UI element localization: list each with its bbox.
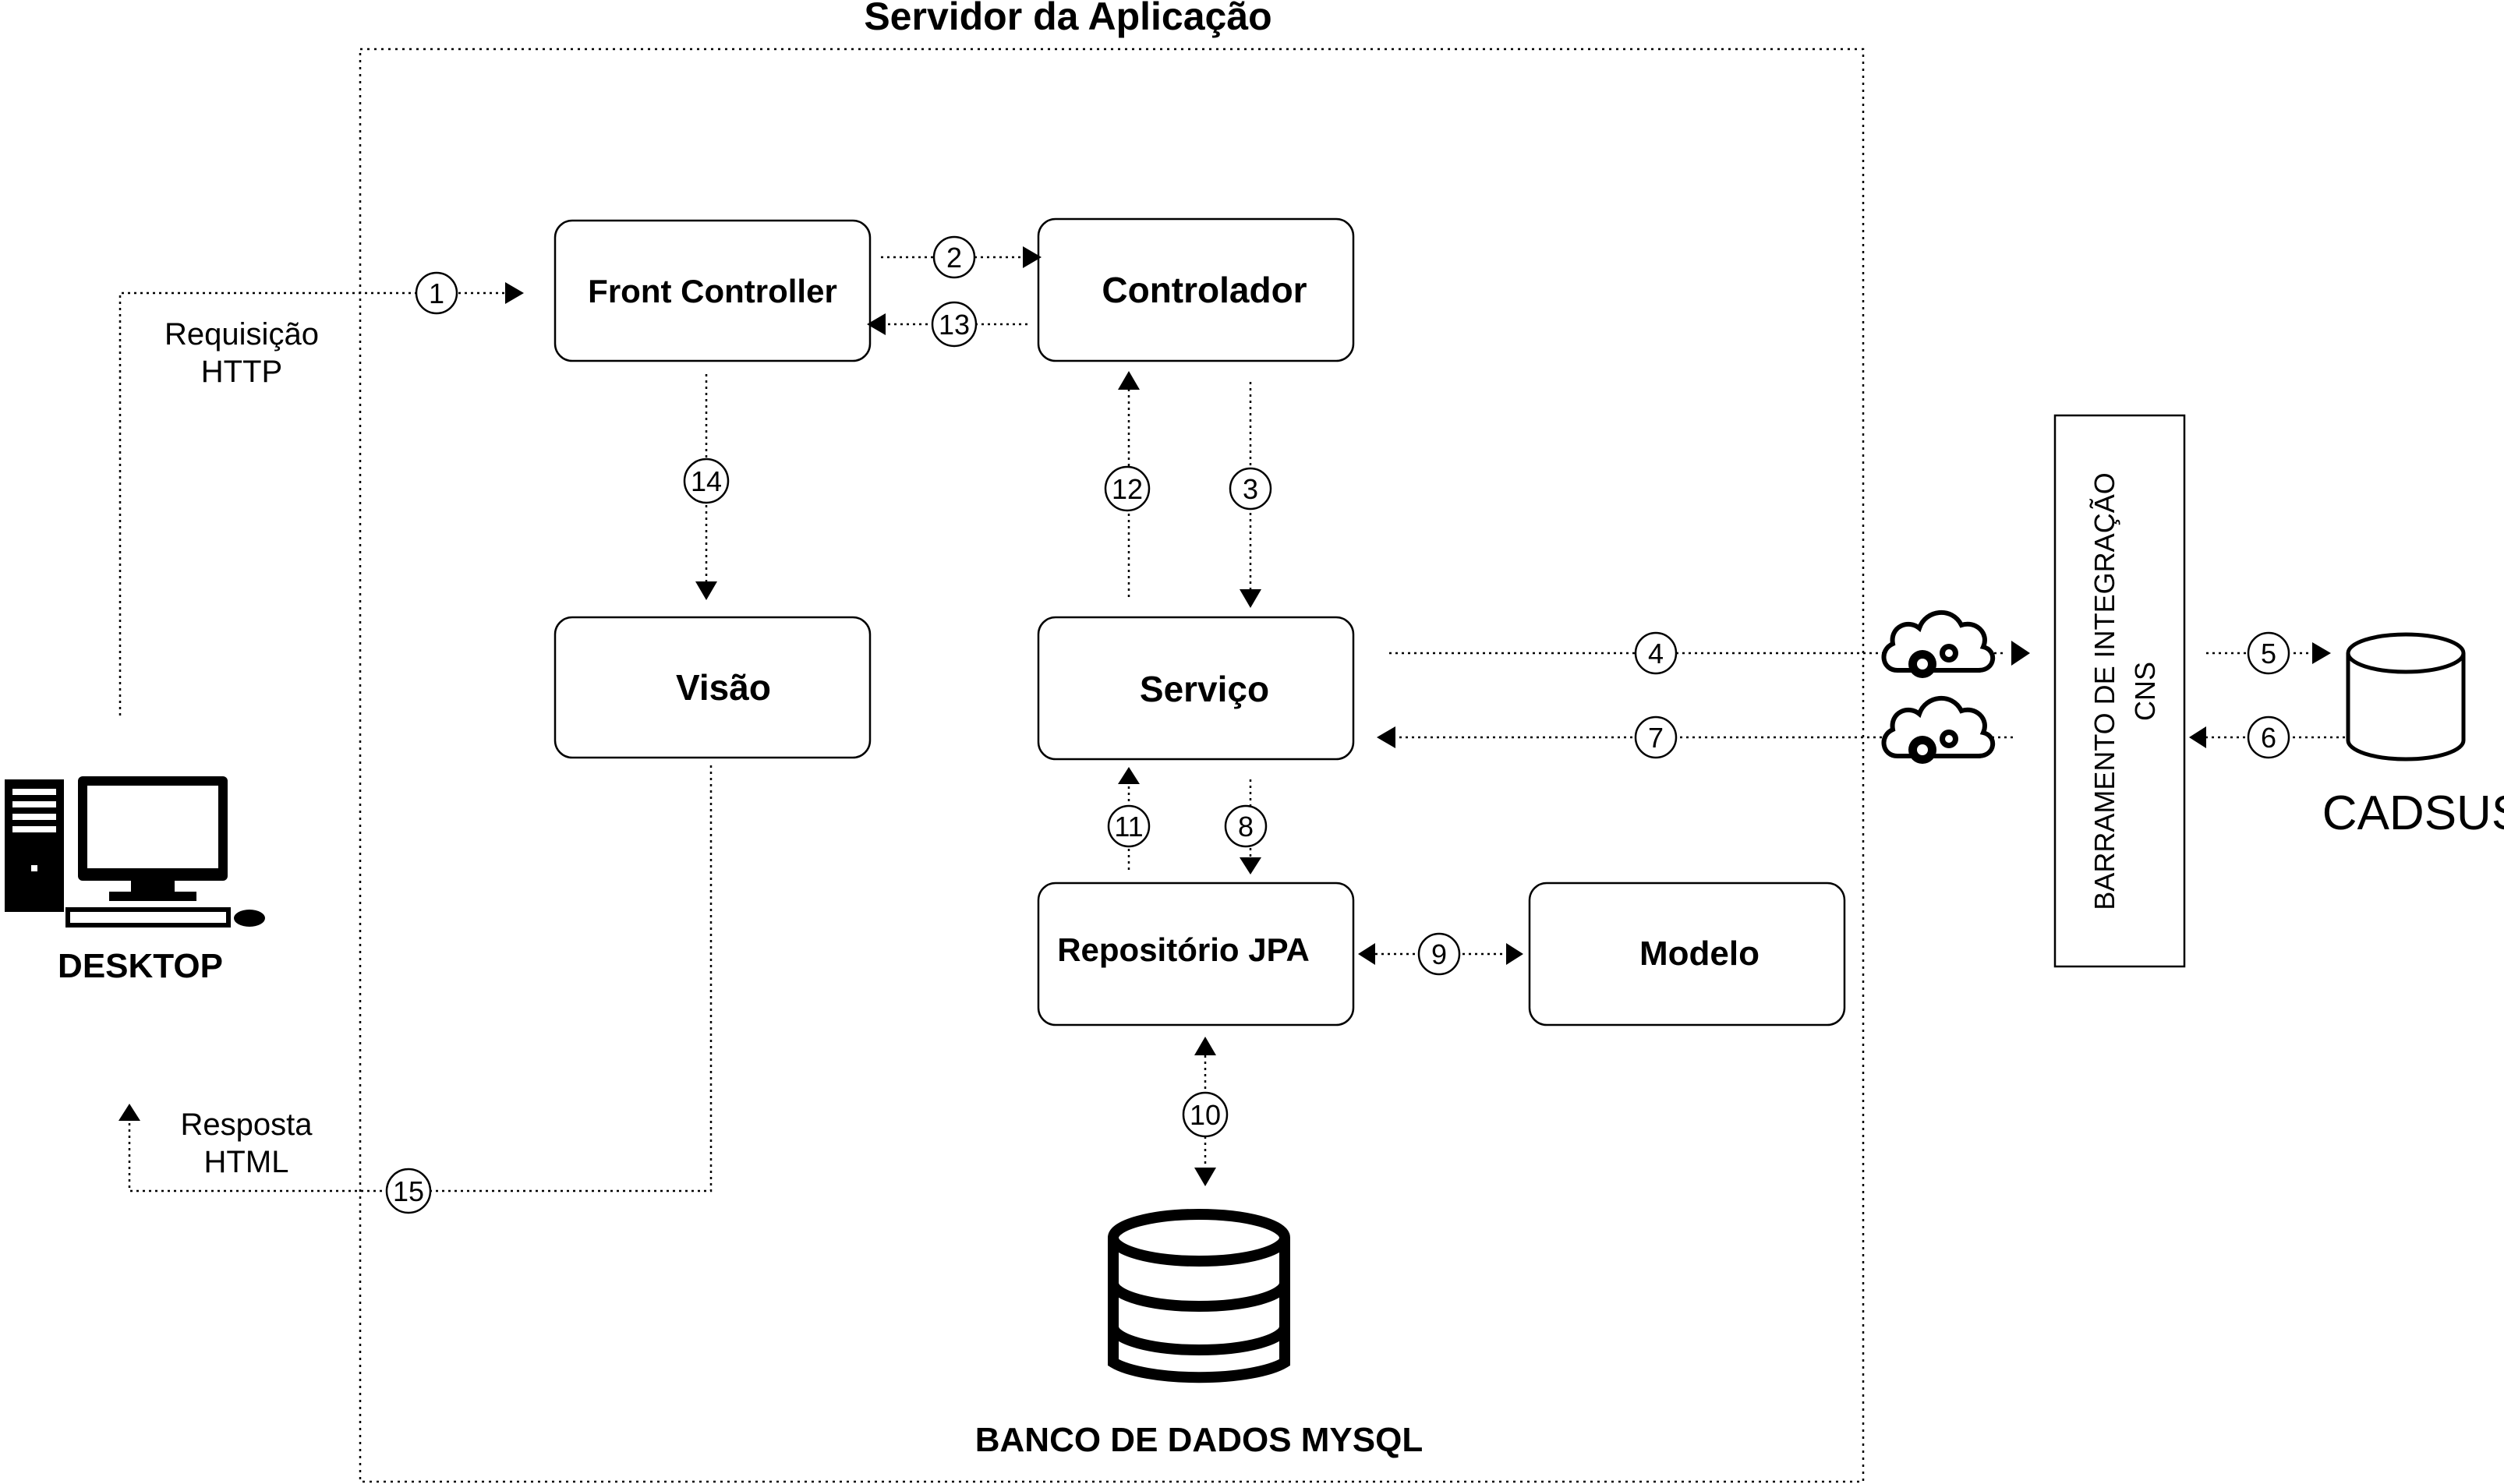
step-6: 6 (2247, 716, 2290, 759)
stacked-database-icon (1108, 1209, 1290, 1383)
step-circle (2247, 631, 2290, 675)
desktop-computer-icon (5, 776, 265, 928)
step-circle (1417, 932, 1461, 976)
server-container (359, 48, 1865, 1483)
servico-label: Serviço (1140, 669, 1269, 709)
step-number: 14 (691, 465, 722, 497)
step-8: 8 (1224, 804, 1268, 848)
step-circle (1182, 1091, 1229, 1138)
step-number: 9 (1431, 938, 1447, 970)
controlador-box: Controlador (1037, 217, 1355, 362)
step-2: 2 (932, 235, 976, 279)
repositorio-label: Repositório JPA (1057, 931, 1310, 968)
step-number: 12 (1112, 473, 1143, 505)
front-controller-box: Front Controller (553, 219, 872, 362)
step-circle (683, 458, 730, 504)
server-title: Servidor da Aplicação (864, 0, 1271, 38)
modelo-box: Modelo (1528, 882, 1846, 1026)
step-number: 7 (1648, 722, 1664, 754)
step-14: 14 (683, 458, 730, 504)
step-13: 13 (931, 301, 978, 348)
step-number: 2 (946, 242, 962, 274)
step-circle (2247, 716, 2290, 759)
step-number: 1 (429, 277, 444, 309)
step-circle (385, 1168, 432, 1214)
servico-box: Serviço (1037, 616, 1355, 761)
step-7: 7 (1634, 716, 1678, 759)
resposta-label-line2: HTML (204, 1145, 289, 1179)
step-circle (1224, 804, 1268, 848)
step-circle (1107, 804, 1151, 848)
step-circle (415, 271, 458, 315)
cadsus-label: CADSUS (2322, 786, 2504, 840)
step-markers: 1 2 3 4 5 6 7 8 9 10 11 12 13 14 15 (385, 235, 2290, 1214)
db-label: BANCO DE DADOS MYSQL (975, 1421, 1423, 1459)
step-circle (1104, 465, 1151, 512)
step-1: 1 (415, 271, 458, 315)
step-15: 15 (385, 1168, 432, 1214)
step-circle (1634, 716, 1678, 759)
step-number: 11 (1114, 811, 1143, 843)
requisicao-label-line2: HTTP (201, 355, 282, 389)
front-controller-label: Front Controller (588, 273, 837, 309)
step-12: 12 (1104, 465, 1151, 512)
step-9: 9 (1417, 932, 1461, 976)
step-circle (931, 301, 978, 348)
cloud-gears-icon (1881, 610, 1996, 678)
step-number: 10 (1190, 1099, 1221, 1131)
resposta-label-line1: Resposta (181, 1108, 313, 1142)
cylinder-database-icon (2346, 632, 2466, 761)
cloud-gears-icon (1881, 696, 1996, 764)
step-circle (1634, 631, 1678, 675)
barramento-label-line1: BARRAMENTO DE INTEGRAÇÃO (2088, 472, 2120, 910)
visao-label: Visão (676, 667, 771, 708)
step-number: 4 (1648, 638, 1664, 670)
step-number: 3 (1243, 473, 1258, 505)
step-11: 11 (1107, 804, 1151, 848)
step-10: 10 (1182, 1091, 1229, 1138)
step-4: 4 (1634, 631, 1678, 675)
step-number: 6 (2261, 722, 2276, 754)
step-3: 3 (1229, 467, 1272, 511)
controlador-label: Controlador (1102, 270, 1307, 310)
step-number: 13 (939, 309, 970, 341)
repositorio-box: Repositório JPA (1037, 882, 1355, 1026)
step-number: 15 (393, 1175, 424, 1207)
barramento-box: BARRAMENTO DE INTEGRAÇÃO CNS (2053, 414, 2186, 968)
modelo-label: Modelo (1639, 935, 1760, 973)
requisicao-label-line1: Requisição (164, 317, 319, 352)
step-number: 8 (1238, 811, 1254, 843)
desktop-label: DESKTOP (58, 947, 223, 985)
step-circle (932, 235, 976, 279)
step-circle (1229, 467, 1272, 511)
step-5: 5 (2247, 631, 2290, 675)
visao-box: Visão (553, 616, 872, 759)
barramento-label-line2: CNS (2129, 662, 2161, 721)
step-number: 5 (2261, 638, 2276, 670)
